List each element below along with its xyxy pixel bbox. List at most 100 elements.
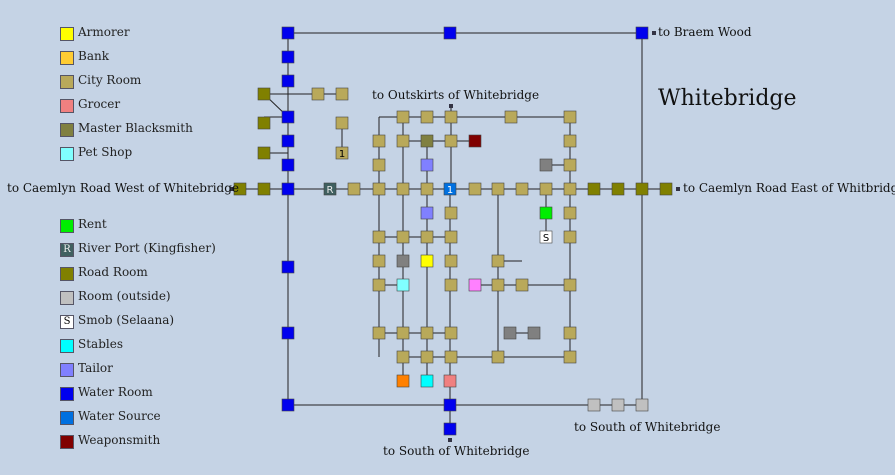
- water-room[interactable]: [281, 50, 295, 64]
- city-room[interactable]: [372, 326, 386, 340]
- road-room[interactable]: [257, 116, 271, 130]
- city-room[interactable]: [396, 326, 410, 340]
- grocer-room[interactable]: [443, 374, 457, 388]
- city-room[interactable]: [504, 110, 518, 124]
- city-room[interactable]: [420, 326, 434, 340]
- city-room[interactable]: [444, 350, 458, 364]
- water-room[interactable]: [281, 110, 295, 124]
- water-room[interactable]: [281, 134, 295, 148]
- city-room[interactable]: [444, 278, 458, 292]
- outside-room[interactable]: [635, 398, 649, 412]
- master-blacksmith-room[interactable]: [420, 134, 434, 148]
- exit-label-caemlyn-west[interactable]: to Caemlyn Road West of Whitebridge: [7, 181, 240, 195]
- city-room[interactable]: [563, 182, 577, 196]
- smob-room[interactable]: [539, 230, 553, 244]
- water-room[interactable]: [281, 74, 295, 88]
- outside-room[interactable]: [611, 398, 625, 412]
- city-room[interactable]: [396, 182, 410, 196]
- water-room[interactable]: [443, 26, 457, 40]
- exit-label-outskirts[interactable]: to Outskirts of Whitebridge: [372, 88, 540, 102]
- road-room[interactable]: [635, 182, 649, 196]
- water-source-room[interactable]: [443, 182, 457, 196]
- river-port-room[interactable]: [323, 182, 337, 196]
- exit-label-caemlyn-east[interactable]: to Caemlyn Road East of Whitbridge: [683, 181, 895, 195]
- pet-shop-room[interactable]: [396, 278, 410, 292]
- grey-room[interactable]: [396, 254, 410, 268]
- legend-label: River Port (Kingfisher): [78, 241, 216, 255]
- city-room[interactable]: [444, 230, 458, 244]
- numbered-room[interactable]: [335, 146, 349, 160]
- grey-room[interactable]: [527, 326, 541, 340]
- city-room[interactable]: [444, 110, 458, 124]
- city-room[interactable]: [396, 110, 410, 124]
- exit-label-south[interactable]: to South of Whitebridge: [383, 444, 530, 458]
- city-room[interactable]: [444, 254, 458, 268]
- city-room[interactable]: [444, 206, 458, 220]
- city-room[interactable]: [491, 254, 505, 268]
- water-room[interactable]: [281, 182, 295, 196]
- road-room[interactable]: [257, 182, 271, 196]
- city-room[interactable]: [491, 182, 505, 196]
- city-room[interactable]: [420, 110, 434, 124]
- stables-room[interactable]: [420, 374, 434, 388]
- road-room[interactable]: [257, 87, 271, 101]
- city-room[interactable]: [420, 230, 434, 244]
- pink-room[interactable]: [468, 278, 482, 292]
- armorer-room[interactable]: [420, 254, 434, 268]
- city-room[interactable]: [515, 182, 529, 196]
- tailor-room[interactable]: [420, 158, 434, 172]
- city-room[interactable]: [563, 110, 577, 124]
- city-room[interactable]: [563, 230, 577, 244]
- city-room[interactable]: [347, 182, 361, 196]
- city-room[interactable]: [420, 182, 434, 196]
- road-room[interactable]: [587, 182, 601, 196]
- water-room[interactable]: [443, 422, 457, 436]
- city-room[interactable]: [396, 134, 410, 148]
- exit-label-south-east[interactable]: to South of Whitebridge: [574, 420, 721, 434]
- city-room[interactable]: [539, 182, 553, 196]
- city-room[interactable]: [563, 350, 577, 364]
- road-room[interactable]: [257, 146, 271, 160]
- legend-label: Road Room: [78, 265, 148, 279]
- city-room[interactable]: [444, 134, 458, 148]
- water-room[interactable]: [635, 26, 649, 40]
- city-room[interactable]: [468, 182, 482, 196]
- water-room[interactable]: [281, 158, 295, 172]
- city-room[interactable]: [563, 158, 577, 172]
- grey-room[interactable]: [539, 158, 553, 172]
- water-room[interactable]: [281, 398, 295, 412]
- city-room[interactable]: [515, 278, 529, 292]
- water-room[interactable]: [443, 398, 457, 412]
- outside-room[interactable]: [587, 398, 601, 412]
- city-room[interactable]: [372, 230, 386, 244]
- city-room[interactable]: [563, 134, 577, 148]
- water-room[interactable]: [281, 260, 295, 274]
- city-room[interactable]: [372, 134, 386, 148]
- city-room[interactable]: [491, 350, 505, 364]
- orange-room[interactable]: [396, 374, 410, 388]
- exit-label-braem-wood[interactable]: to Braem Wood: [658, 25, 752, 39]
- road-room[interactable]: [611, 182, 625, 196]
- rent-room[interactable]: [539, 206, 553, 220]
- city-room[interactable]: [396, 350, 410, 364]
- water-room[interactable]: [281, 26, 295, 40]
- city-room[interactable]: [396, 230, 410, 244]
- city-room[interactable]: [444, 326, 458, 340]
- city-room[interactable]: [563, 326, 577, 340]
- city-room[interactable]: [311, 87, 325, 101]
- city-room[interactable]: [372, 158, 386, 172]
- city-room[interactable]: [420, 350, 434, 364]
- grey-room[interactable]: [503, 326, 517, 340]
- road-room[interactable]: [659, 182, 673, 196]
- city-room[interactable]: [372, 182, 386, 196]
- water-room[interactable]: [281, 326, 295, 340]
- city-room[interactable]: [335, 87, 349, 101]
- tailor-room[interactable]: [420, 206, 434, 220]
- city-room[interactable]: [563, 206, 577, 220]
- city-room[interactable]: [372, 278, 386, 292]
- city-room[interactable]: [335, 116, 349, 130]
- city-room[interactable]: [563, 278, 577, 292]
- weaponsmith-room[interactable]: [468, 134, 482, 148]
- city-room[interactable]: [372, 254, 386, 268]
- city-room[interactable]: [491, 278, 505, 292]
